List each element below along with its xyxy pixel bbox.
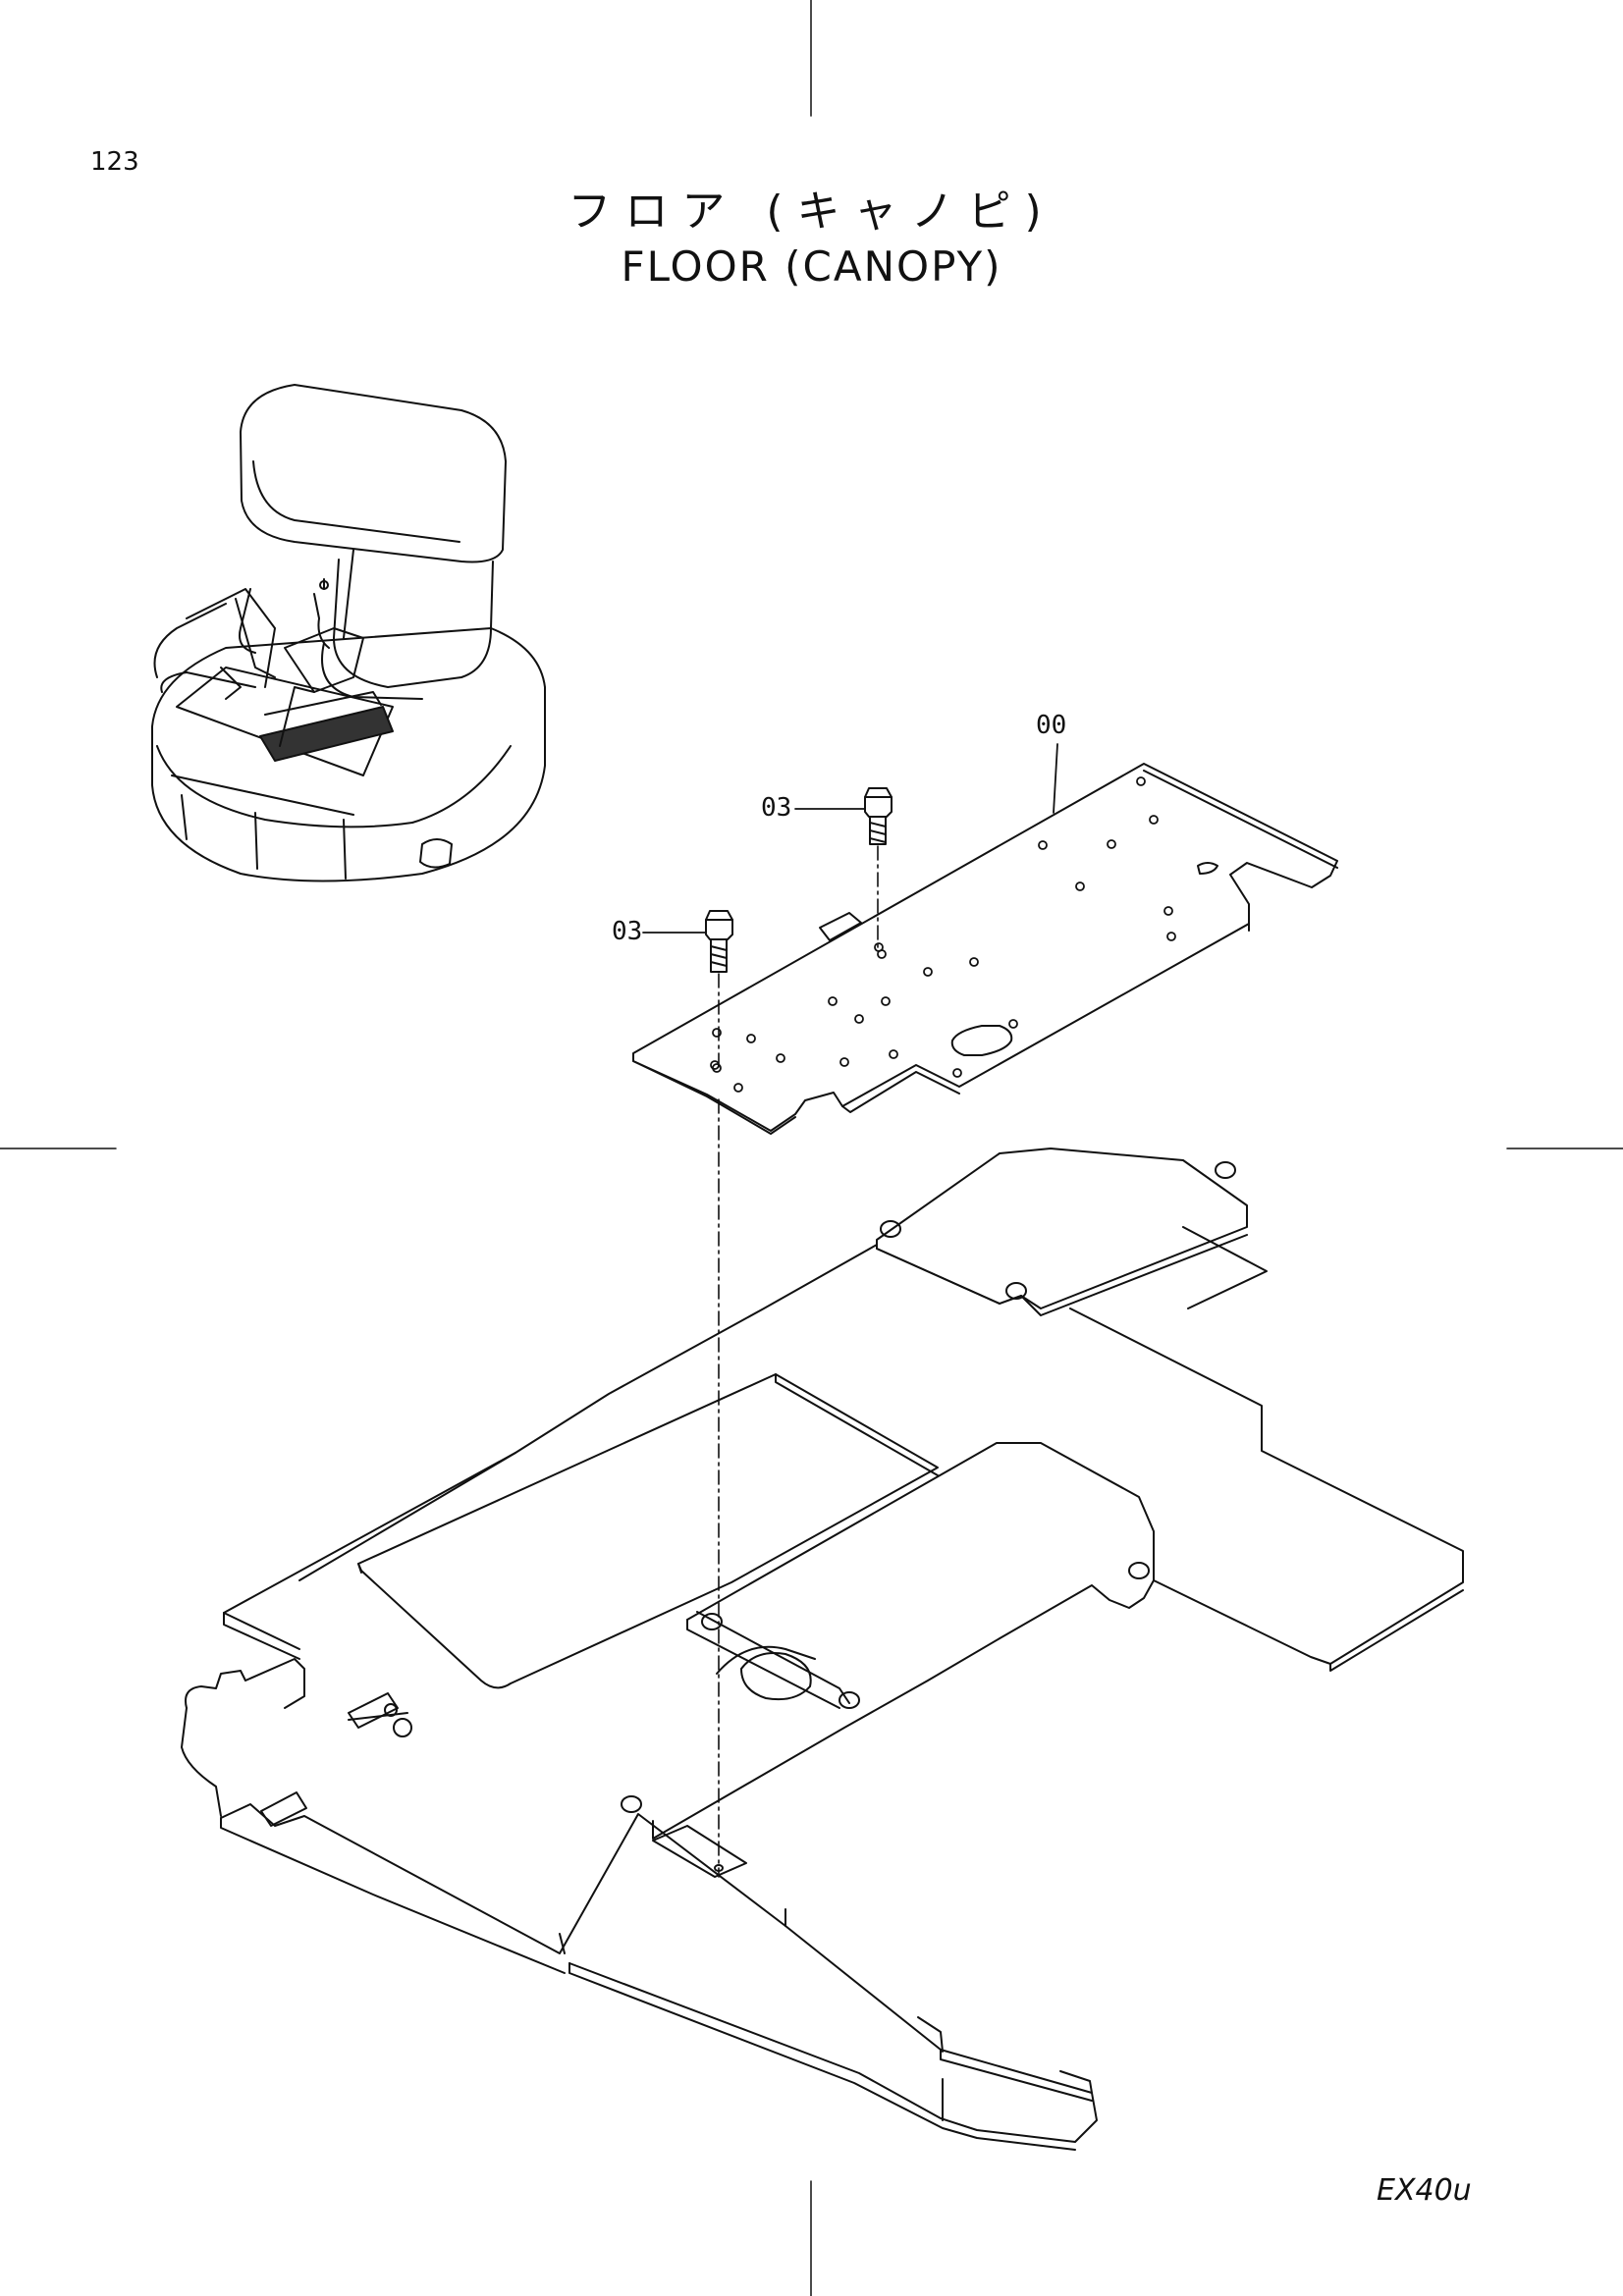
assembly-centerlines [718, 845, 879, 1878]
callout-bolt-upper: 03 [761, 793, 792, 823]
title-block: フロア (キャノピ) FLOOR (CANOPY) [0, 185, 1623, 294]
title-japanese: フロア (キャノピ) [568, 187, 1055, 237]
hatched-floor-mat [259, 706, 394, 762]
callout-bolt-lower: 03 [612, 917, 643, 946]
floor-frame-structure [181, 1148, 1464, 2151]
callout-leaders [642, 743, 1058, 934]
page-number: 123 [90, 147, 139, 177]
bolt-lower [705, 910, 733, 973]
callout-floor-plate: 00 [1036, 711, 1067, 740]
title-english: FLOOR (CANOPY) [621, 242, 1002, 291]
floor-plate-part [632, 763, 1338, 1135]
machine-overview-inset [151, 384, 546, 882]
model-code: EX40u [1377, 2173, 1472, 2208]
bolt-upper [864, 787, 893, 845]
floor-plate-bolt-holes [710, 776, 1176, 1093]
